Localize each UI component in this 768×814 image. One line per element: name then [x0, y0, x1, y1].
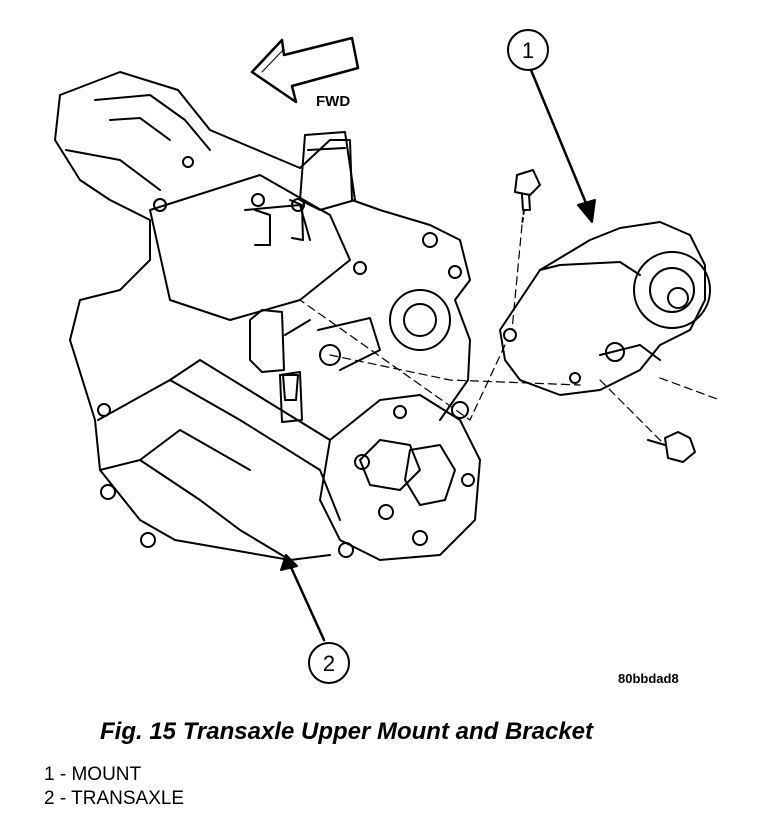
legend-label: TRANSAXLE	[71, 788, 185, 809]
installation-guide-lines	[299, 224, 721, 446]
fwd-label: FWD	[316, 93, 350, 110]
legend-label: MOUNT	[71, 764, 142, 785]
legend-separator: -	[54, 788, 72, 809]
mount-bracket	[499, 221, 711, 396]
forward-arrow-icon	[250, 36, 360, 104]
legend-number: 1	[44, 764, 55, 785]
callout-leader-2	[280, 554, 326, 642]
figure-reference-code: 80bbdad8	[618, 671, 679, 686]
legend-separator: -	[54, 764, 72, 785]
lower-bolt-icon	[647, 431, 696, 463]
legend-item-mount: 1 - MOUNT	[44, 763, 184, 787]
callout-leader-1	[529, 68, 596, 223]
legend: 1 - MOUNT 2 - TRANSAXLE	[44, 763, 184, 811]
figure-caption: Fig. 15 Transaxle Upper Mount and Bracke…	[100, 718, 594, 745]
callout-1: 1	[507, 29, 549, 71]
svg-text:2: 2	[323, 651, 335, 676]
legend-item-transaxle: 2 - TRANSAXLE	[44, 787, 184, 811]
transaxle-housing	[54, 71, 481, 561]
legend-number: 2	[44, 788, 55, 809]
upper-bolt-icon	[514, 169, 541, 226]
transaxle-mount-diagram: 1 2 FWD 80bbdad8	[54, 29, 721, 686]
svg-text:1: 1	[522, 38, 534, 63]
callout-2: 2	[308, 642, 350, 684]
